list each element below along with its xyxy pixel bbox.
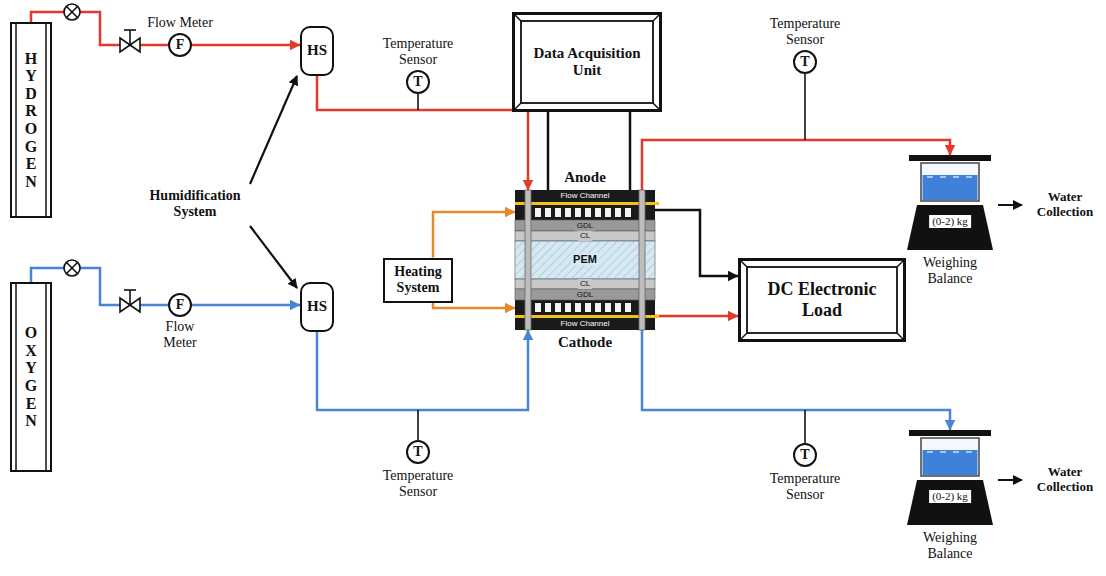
- weighing-balance-outline: [905, 155, 995, 250]
- needle-valve: [120, 30, 140, 52]
- water-outlet-arrow: [998, 205, 1022, 480]
- heater-label: Heating System: [389, 264, 447, 296]
- shutoff-valve: [64, 4, 80, 20]
- signal-wire: [629, 112, 632, 190]
- weighing-balance: (0-2) kgWeighing Balance: [905, 155, 995, 250]
- meter-symbol: F: [176, 297, 185, 313]
- gas-cylinder: HYDROGEN: [10, 22, 52, 218]
- temperature-sensor: TTemperature Sensor: [406, 70, 430, 94]
- flow-meter: FFlow Meter: [168, 33, 192, 57]
- layer-label: Flow Channel: [559, 319, 612, 329]
- temperature-sensor: TTemperature Sensor: [793, 443, 817, 467]
- temperature-sensor: TTemperature Sensor: [406, 440, 430, 464]
- layer-label: GDL: [575, 221, 595, 231]
- layer-label: Flow Channel: [559, 191, 612, 201]
- heater-box: Heating System: [383, 258, 453, 303]
- sensor-label: Temperature Sensor: [363, 36, 473, 68]
- sensor-symbol: T: [800, 447, 809, 463]
- range-label: (0-2) kg: [929, 490, 971, 503]
- balance-label: Weighing Balance: [900, 255, 1000, 287]
- gas-pipe: [655, 315, 738, 318]
- sensor-symbol: T: [800, 54, 809, 70]
- cylinder-label: HYDROGEN: [23, 50, 39, 191]
- sensor-label: Temperature Sensor: [750, 471, 860, 503]
- meter-label: Flow Meter: [150, 319, 210, 351]
- gas-pipe: [317, 330, 528, 410]
- weighing-balance-outline: [905, 430, 995, 525]
- pointer-arrow: [250, 76, 297, 288]
- layer-label: PEM: [571, 253, 599, 266]
- humidifier: HS: [300, 26, 334, 76]
- needle-valve: [120, 290, 140, 312]
- cylinder-label: OXYGEN: [23, 324, 39, 430]
- shutoff-valve: [64, 260, 80, 276]
- heat-line: [433, 303, 515, 309]
- group-label: Humidification System: [139, 188, 251, 220]
- heat-line: [433, 212, 515, 258]
- meter-symbol: F: [176, 37, 185, 53]
- electrode-label: Anode: [545, 169, 625, 186]
- flow-meter: FFlow Meter: [168, 293, 192, 317]
- layer-label: CL: [578, 231, 592, 241]
- load-label: DC Electronic Load: [754, 279, 890, 320]
- humidifier-label: HS: [307, 298, 327, 315]
- daq-label: Data Acquisition Unit: [528, 45, 646, 80]
- gas-pipe: [642, 140, 950, 190]
- sensor-label: Temperature Sensor: [750, 16, 860, 48]
- humidifier: HS: [300, 282, 334, 332]
- signal-wire: [655, 210, 738, 276]
- layer-label: CL: [578, 279, 592, 289]
- layer-label: GDL: [575, 290, 595, 300]
- gas-pipe: [192, 304, 300, 307]
- meter-label: Flow Meter: [125, 15, 235, 31]
- outlet-label: Water Collection: [1027, 190, 1103, 220]
- electronic-load: DC Electronic Load: [738, 258, 906, 342]
- weighing-balance: (0-2) kgWeighing Balance: [905, 430, 995, 525]
- electrode-label: Cathode: [545, 334, 625, 351]
- temperature-sensor: TTemperature Sensor: [793, 50, 817, 74]
- humidifier-label: HS: [307, 42, 327, 59]
- sensor-label: Temperature Sensor: [363, 468, 473, 500]
- sensor-symbol: T: [413, 444, 422, 460]
- gas-cylinder: OXYGEN: [10, 282, 52, 472]
- gas-pipe: [192, 44, 300, 47]
- balance-label: Weighing Balance: [900, 530, 1000, 562]
- gas-pipe: [642, 330, 950, 430]
- outlet-label: Water Collection: [1027, 465, 1103, 495]
- signal-wire: [547, 112, 550, 190]
- range-label: (0-2) kg: [929, 215, 971, 228]
- sensor-symbol: T: [413, 74, 422, 90]
- daq-unit: Data Acquisition Unit: [512, 12, 662, 112]
